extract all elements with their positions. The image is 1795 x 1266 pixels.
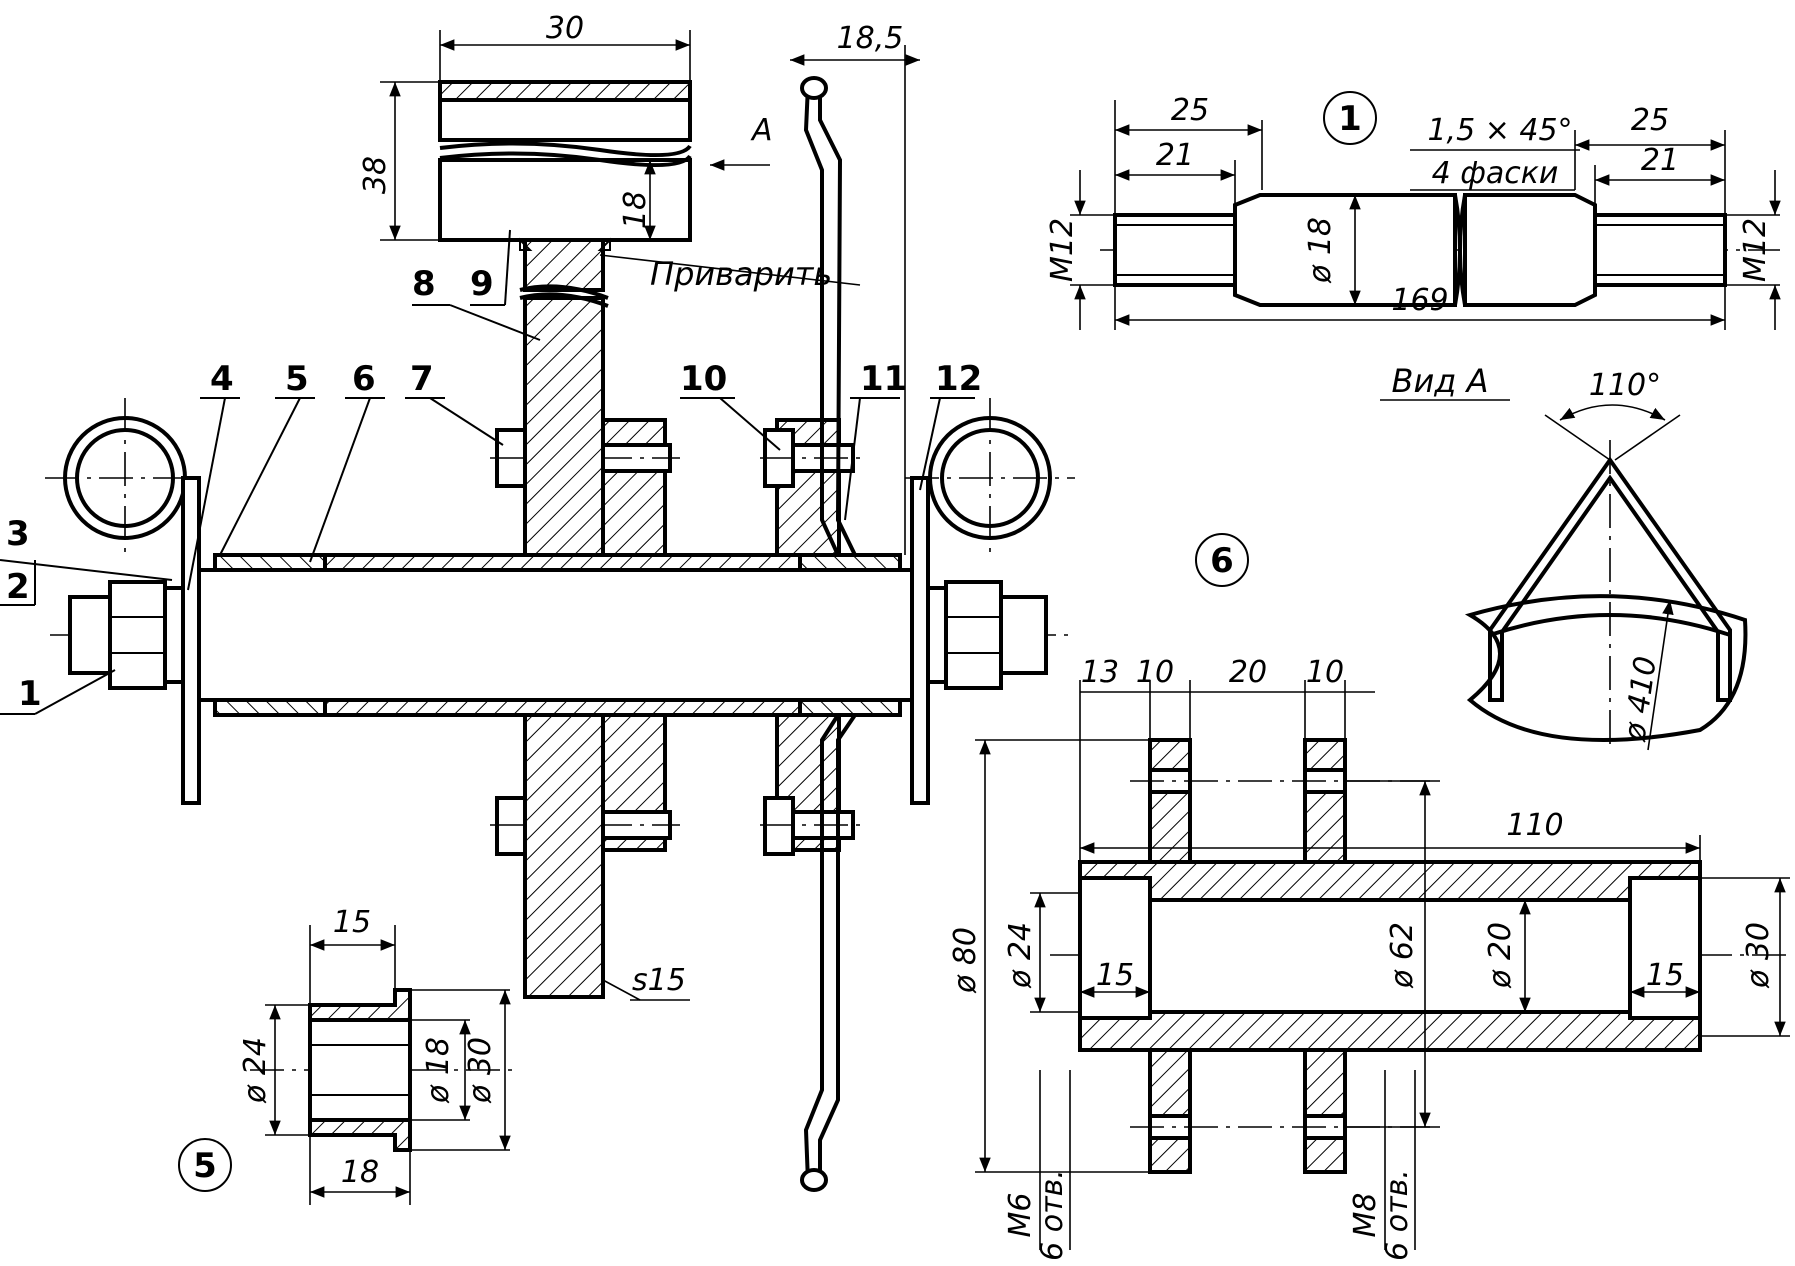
callout-5: 5 bbox=[285, 359, 309, 399]
callout-3: 3 bbox=[6, 514, 30, 554]
sprocket bbox=[800, 76, 859, 1192]
part1-length-169: 169 bbox=[1391, 283, 1448, 318]
right-frame-tube bbox=[905, 398, 1075, 805]
view-a-dia: ø 410 bbox=[1617, 654, 1664, 744]
callout-11: 11 bbox=[860, 359, 907, 399]
main-assembly-view: 30 38 18 18,5 A Приварить s15 1 2 bbox=[0, 11, 1075, 1192]
hub-flanges bbox=[490, 418, 865, 856]
dim-height-38: 38 bbox=[358, 156, 393, 194]
dim-depth-18: 18 bbox=[618, 191, 653, 229]
part1-chamfer: 1,5 × 45° bbox=[1427, 113, 1572, 148]
weld-note: Приварить bbox=[650, 255, 832, 293]
part6-bore-15-right: 15 bbox=[1646, 958, 1684, 993]
part5-dia-18: ø 18 bbox=[421, 1037, 456, 1104]
part1-dim-left-25: 25 bbox=[1171, 93, 1209, 128]
callouts: 1 2 3 4 5 6 7 8 9 10 11 12 bbox=[0, 229, 982, 715]
part6-dia-80: ø 80 bbox=[948, 927, 983, 994]
callout-4: 4 bbox=[210, 359, 234, 399]
part1-dia-18: ø 18 bbox=[1303, 217, 1338, 284]
callout-8: 8 bbox=[412, 264, 436, 304]
callout-6: 6 bbox=[352, 359, 376, 399]
part1-thread-left: M12 bbox=[1045, 218, 1080, 282]
part5-dim-15: 15 bbox=[333, 905, 371, 940]
part1-dim-left-21: 21 bbox=[1156, 138, 1194, 173]
callout-2: 2 bbox=[6, 567, 30, 607]
part-6-label: 6 bbox=[1210, 541, 1234, 581]
part-6-hub: 6 13 10 20 10 110 bbox=[948, 533, 1790, 1261]
left-frame-tube bbox=[45, 398, 205, 805]
part6-dia-30: ø 30 bbox=[1741, 922, 1776, 989]
callout-12: 12 bbox=[935, 359, 982, 399]
part6-dia-62: ø 62 bbox=[1385, 922, 1420, 989]
part6-dim-20: 20 bbox=[1229, 655, 1267, 690]
dim-thickness-s15: s15 bbox=[632, 963, 686, 998]
callout-7: 7 bbox=[410, 359, 434, 399]
callout-9: 9 bbox=[470, 264, 494, 304]
part1-thread-right: M12 bbox=[1738, 218, 1773, 282]
wheel-disk bbox=[519, 168, 609, 999]
part6-dia-24: ø 24 bbox=[1003, 922, 1038, 989]
part6-bore-15-left: 15 bbox=[1096, 958, 1134, 993]
part6-dim-10b: 10 bbox=[1306, 655, 1344, 690]
part6-dim-13: 13 bbox=[1081, 655, 1119, 690]
view-a-title: Вид А bbox=[1392, 362, 1489, 400]
dim-width-30: 30 bbox=[546, 11, 584, 46]
part6-dia-20: ø 20 bbox=[1483, 922, 1518, 989]
part6-holes-m6-count: 6 отв. bbox=[1035, 1169, 1070, 1261]
view-a: Вид А 110° ø 410 bbox=[1380, 362, 1748, 751]
part5-dim-18: 18 bbox=[341, 1155, 379, 1190]
part6-dim-110: 110 bbox=[1506, 808, 1563, 843]
view-a-angle: 110° bbox=[1589, 368, 1661, 403]
part1-dim-right-21: 21 bbox=[1641, 143, 1679, 178]
main-dimensions: 30 38 18 18,5 A Приварить s15 bbox=[358, 11, 920, 1001]
view-marker-a: A bbox=[750, 113, 773, 148]
callout-10: 10 bbox=[680, 359, 727, 399]
callout-1: 1 bbox=[18, 674, 42, 714]
part6-holes-m6: M6 bbox=[1003, 1193, 1038, 1238]
axle bbox=[68, 568, 1048, 702]
part6-holes-m8: M8 bbox=[1348, 1193, 1383, 1238]
part5-dia-24: ø 24 bbox=[238, 1037, 273, 1104]
part-5-label: 5 bbox=[193, 1146, 217, 1186]
part-5-bushing: 5 15 18 ø 24 ø 18 ø 30 bbox=[178, 905, 520, 1205]
part1-dim-right-25: 25 bbox=[1631, 103, 1669, 138]
part-1-axle: 1 25 21 1,5 × 45° 4 фаски 25 21 bbox=[1045, 91, 1781, 330]
part-1-label: 1 bbox=[1338, 99, 1362, 139]
part6-holes-m8-count: 6 отв. bbox=[1380, 1169, 1415, 1261]
part1-chamfer-note: 4 фаски bbox=[1432, 156, 1559, 191]
part5-dia-30: ø 30 bbox=[463, 1037, 498, 1104]
part6-dim-10a: 10 bbox=[1136, 655, 1174, 690]
dim-offset-18-5: 18,5 bbox=[837, 21, 904, 56]
